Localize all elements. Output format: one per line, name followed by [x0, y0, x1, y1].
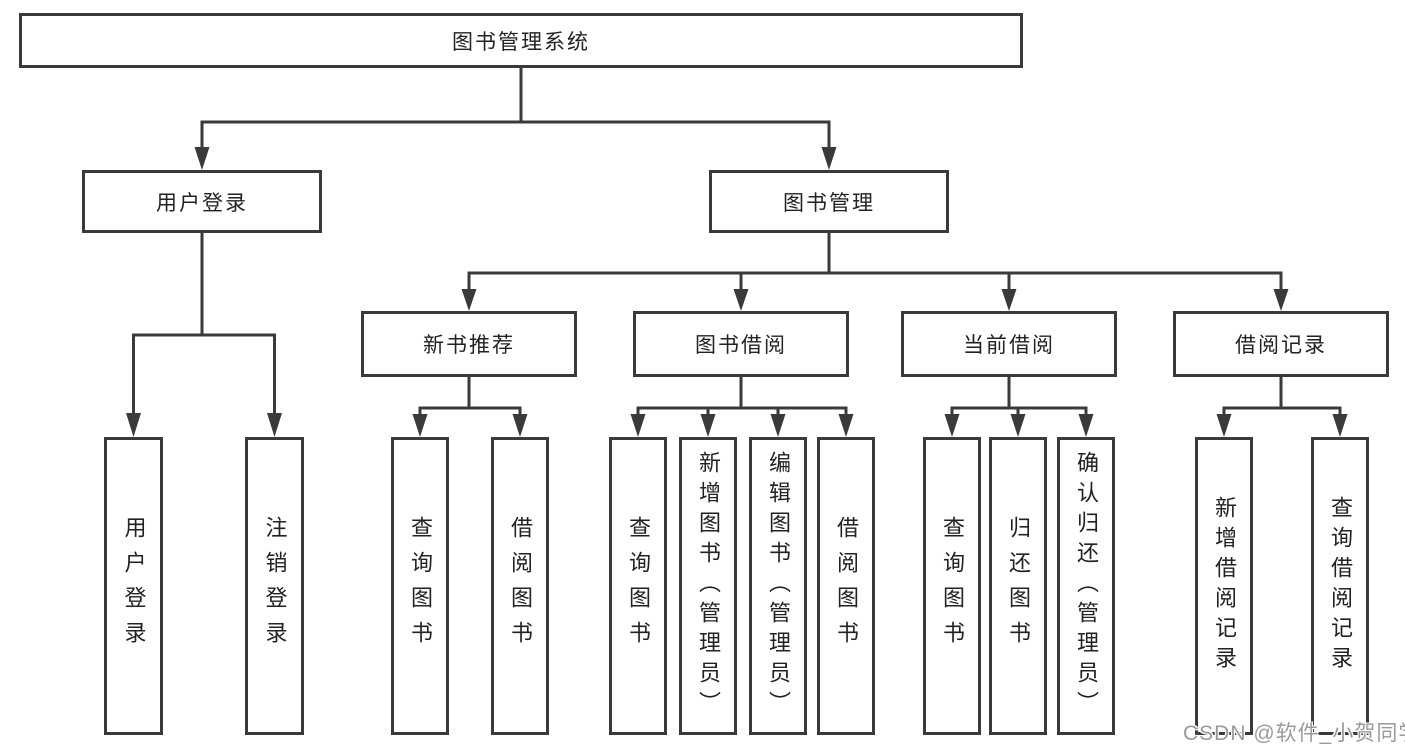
- arrowhead: [1010, 414, 1026, 437]
- node-borrow-records: 借阅记录: [1173, 311, 1389, 377]
- arrowhead: [267, 413, 282, 437]
- leaf-add-borrow-record: 新增借阅记录: [1195, 437, 1253, 735]
- leaf-borrow-books-borrowing: 借阅图书: [817, 437, 875, 735]
- leaf-user-login: 用户登录: [104, 437, 163, 735]
- node-label: 图书管理: [783, 191, 875, 215]
- leaf-label: 用户登录: [121, 516, 147, 656]
- arrowhead: [838, 414, 854, 437]
- leaf-query-books-borrowing: 查询图书: [609, 437, 667, 735]
- leaf-confirm-return-admin: 确认归还（管理员）: [1057, 437, 1115, 735]
- leaf-label: 新增借阅记录: [1212, 496, 1237, 676]
- node-label: 图书管理系统: [452, 30, 590, 54]
- arrowhead: [1332, 414, 1348, 437]
- leaf-label: 注销登录: [262, 516, 288, 656]
- leaf-borrow-books-recommend: 借阅图书: [491, 437, 549, 735]
- arrowhead: [700, 414, 716, 437]
- leaf-label: 查询借阅记录: [1328, 496, 1353, 676]
- leaf-label: 编辑图书（管理员）: [766, 451, 791, 721]
- csdn-watermark: CSDN @软件_小贺同学: [1183, 722, 1405, 745]
- arrowhead: [461, 289, 477, 311]
- arrowhead: [512, 414, 528, 437]
- connector-lines-group: [132, 68, 1342, 417]
- node-new-book-recommend: 新书推荐: [361, 311, 577, 377]
- arrowhead: [194, 147, 210, 170]
- leaf-label: 借阅图书: [834, 516, 859, 656]
- leaf-edit-book-admin: 编辑图书（管理员）: [749, 437, 807, 735]
- node-book-management: 图书管理: [709, 170, 949, 233]
- arrowheads-group: [126, 147, 1348, 437]
- leaf-query-books-current: 查询图书: [923, 437, 981, 735]
- node-user-login: 用户登录: [82, 170, 322, 233]
- arrowhead: [1001, 289, 1017, 311]
- leaf-label: 确认归还（管理员）: [1074, 451, 1099, 721]
- leaf-add-book-admin: 新增图书（管理员）: [679, 437, 737, 735]
- node-library-management-system: 图书管理系统: [19, 13, 1023, 68]
- connector-book-management-split: [467, 233, 1283, 292]
- node-label: 用户登录: [156, 191, 248, 215]
- node-current-borrowing: 当前借阅: [901, 311, 1117, 377]
- leaf-label: 查询图书: [408, 516, 433, 656]
- leaf-label: 新增图书（管理员）: [696, 451, 721, 721]
- arrowhead: [821, 147, 837, 170]
- arrowhead: [1216, 414, 1232, 437]
- connector-root-split: [200, 68, 831, 150]
- leaf-label: 借阅图书: [508, 516, 533, 656]
- node-label: 新书推荐: [423, 334, 515, 357]
- arrowhead: [126, 413, 141, 437]
- connector-new-book-split: [418, 377, 522, 417]
- leaf-label: 查询图书: [626, 516, 651, 656]
- leaf-return-books: 归还图书: [989, 437, 1047, 735]
- arrowhead: [944, 414, 960, 437]
- connector-book-borrow-split: [636, 377, 848, 417]
- leaf-query-books-recommend: 查询图书: [391, 437, 449, 735]
- leaf-logout: 注销登录: [245, 437, 304, 735]
- node-book-borrowing: 图书借阅: [633, 311, 849, 377]
- leaf-label: 查询图书: [940, 516, 965, 656]
- node-label: 图书借阅: [695, 334, 787, 357]
- arrowhead: [770, 414, 786, 437]
- arrowhead: [733, 289, 749, 311]
- arrowhead: [630, 414, 646, 437]
- arrowhead: [1273, 289, 1289, 311]
- connector-user-login-split: [132, 233, 276, 416]
- node-label: 借阅记录: [1235, 334, 1327, 357]
- arrowhead: [1078, 414, 1094, 437]
- leaf-query-borrow-record: 查询借阅记录: [1311, 437, 1369, 735]
- arrowhead: [412, 414, 428, 437]
- connector-borrow-records-split: [1222, 377, 1342, 417]
- node-label: 当前借阅: [963, 334, 1055, 357]
- leaf-label: 归还图书: [1006, 516, 1031, 656]
- connector-current-borrow-split: [950, 377, 1088, 417]
